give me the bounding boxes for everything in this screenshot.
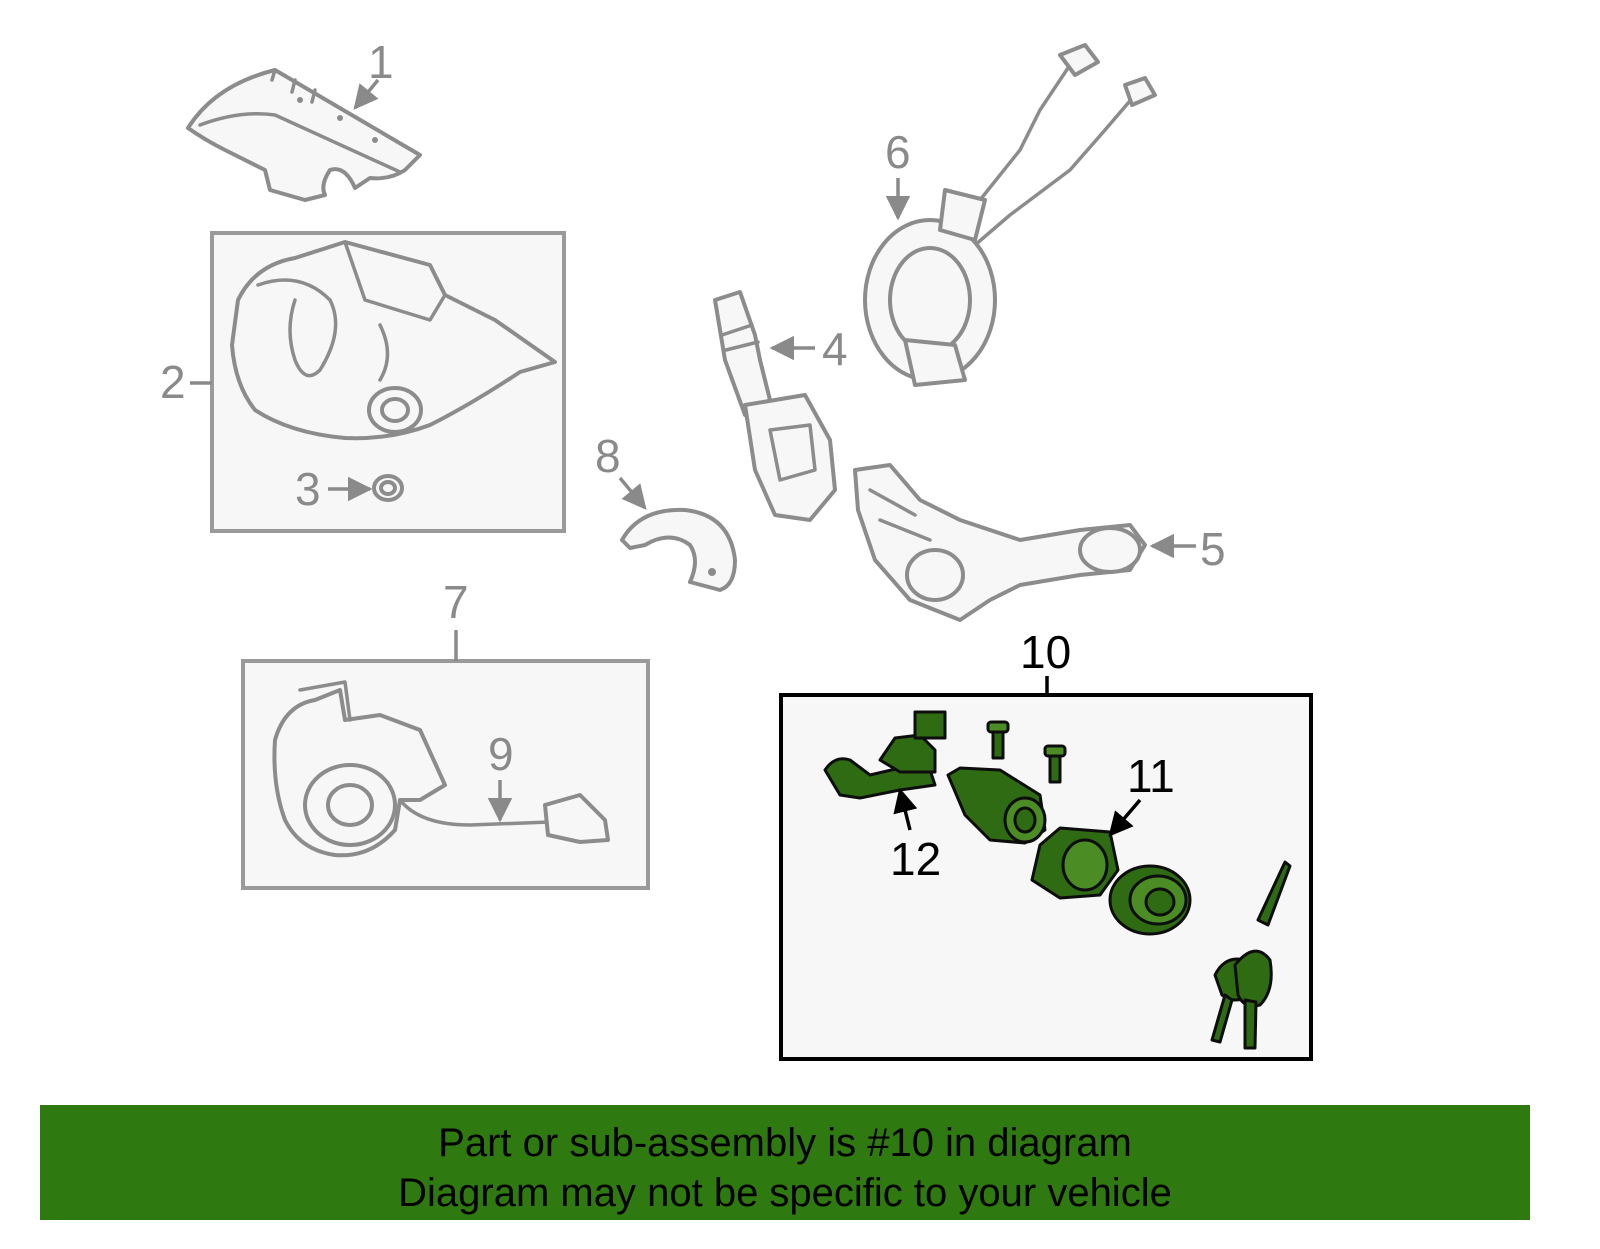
callout-3: 3: [295, 463, 321, 515]
callout-8: 8: [595, 430, 621, 482]
part-3-grommet: [372, 474, 404, 502]
screw-icon: [1043, 744, 1067, 784]
leader-12: [893, 787, 918, 831]
screw-icon: [986, 720, 1010, 760]
callout-10: 10: [1020, 626, 1071, 678]
part-2-lower-shroud: [230, 240, 557, 441]
part-6-clock-spring: [863, 43, 1157, 387]
callout-12: 12: [890, 833, 941, 885]
callout-4: 4: [822, 323, 848, 375]
part-10-lock-cylinder-set: [823, 710, 1292, 1050]
callout-6: 6: [885, 126, 911, 178]
callout-2: 2: [160, 356, 186, 408]
callout-7: 7: [443, 576, 469, 628]
part-4-multifunction-switch: [713, 290, 837, 522]
leader-11: [1108, 798, 1142, 837]
callout-5: 5: [1200, 523, 1226, 575]
part-5-light-switch: [853, 463, 1147, 622]
callout-9: 9: [488, 728, 514, 780]
part-7-ignition-switch-housing: [272, 680, 447, 858]
disclaimer-banner: Part or sub-assembly is #10 in diagram D…: [40, 1105, 1530, 1220]
part-8-bracket: [620, 507, 737, 592]
leader-1: [353, 78, 380, 110]
callout-11: 11: [1127, 750, 1175, 802]
part-9-harness: [398, 793, 610, 844]
part-1-upper-shroud: [186, 68, 422, 202]
disclaimer-line-2: Diagram may not be specific to your vehi…: [398, 1171, 1172, 1215]
callout-1: 1: [368, 36, 394, 88]
disclaimer-line-1: Part or sub-assembly is #10 in diagram: [438, 1121, 1132, 1165]
leader-8: [618, 476, 647, 510]
